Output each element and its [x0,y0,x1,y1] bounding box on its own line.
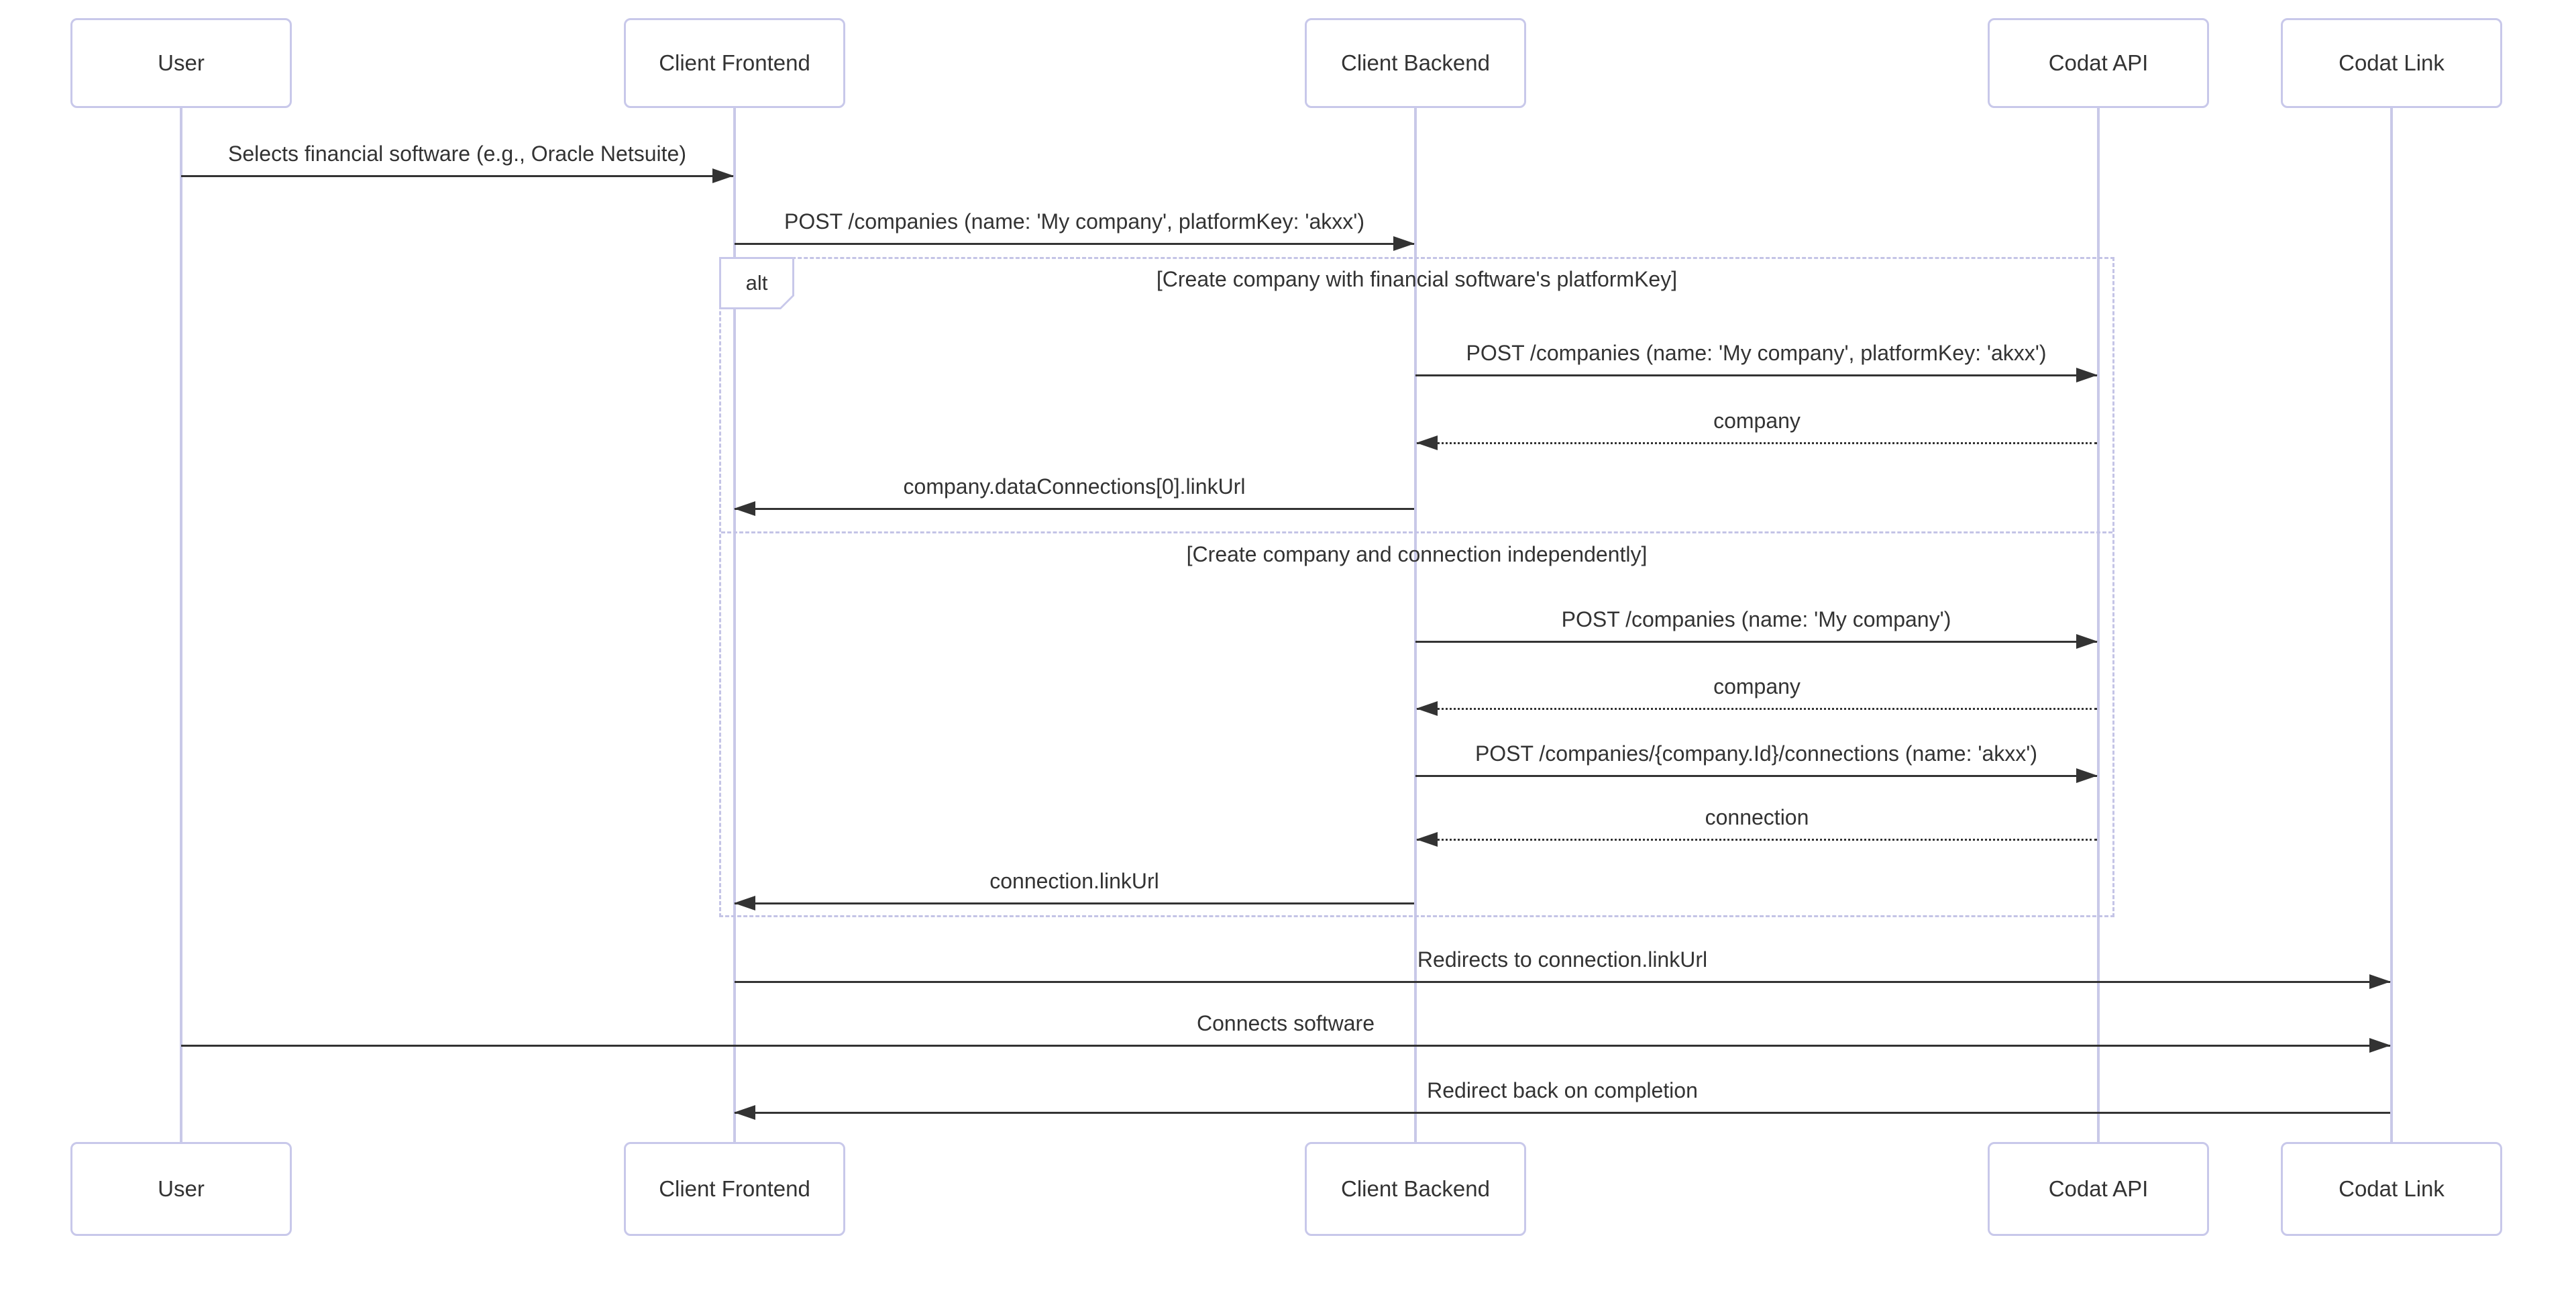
message-text: Connects software [1196,1011,1375,1035]
message-line [1417,442,2097,444]
message-text: POST /companies (name: 'My company', pla… [1466,341,2047,365]
participant-codat-link-bottom: Codat Link [2281,1142,2502,1236]
message-text: company.dataConnections[0].linkUrl [903,474,1246,499]
participant-codat-api-top: Codat API [1988,18,2209,108]
alt-else-divider [721,531,2112,533]
message-line [735,1112,2390,1114]
message-line [1415,374,2097,376]
arrowhead-left-icon [734,501,755,516]
participant-label: Client Backend [1341,50,1490,75]
message-line [181,175,733,177]
message-text: company [1713,674,1801,698]
arrowhead-left-icon [734,896,755,911]
participant-codat-api-bottom: Codat API [1988,1142,2209,1236]
arrowhead-right-icon [2076,634,2098,649]
arrowhead-right-icon [2369,974,2391,989]
participant-client-backend-bottom: Client Backend [1305,1142,1526,1236]
message-line [735,508,1414,510]
message-text: Selects financial software (e.g., Oracle… [228,142,686,166]
arrowhead-right-icon [1393,236,1415,251]
alt-fragment-frame: alt [Create company with financial softw… [719,257,2114,917]
alt-condition-1: [Create company with financial software'… [1156,267,1678,291]
message-line [735,981,2390,983]
message-line [735,243,1414,245]
message-line [1417,839,2097,841]
participant-codat-link-top: Codat Link [2281,18,2502,108]
participant-label: Codat API [2048,50,2149,75]
participant-label: Client Frontend [659,1176,810,1201]
participant-user-top: User [70,18,292,108]
participant-label: Codat Link [2339,50,2445,75]
arrowhead-left-icon [734,1105,755,1120]
participant-label: User [158,50,205,75]
message-text: POST /companies/{company.Id}/connections… [1474,741,2038,766]
message-line [1415,641,2097,643]
message-text: POST /companies (name: 'My company', pla… [784,209,1365,233]
lifeline-user [180,108,182,1142]
alt-fragment-label: alt [721,259,792,307]
arrowhead-left-icon [1416,701,1438,716]
message-line [1415,775,2097,777]
arrowhead-left-icon [1416,435,1438,450]
arrowhead-left-icon [1416,832,1438,847]
arrowhead-right-icon [712,168,734,183]
participant-label: Codat Link [2339,1176,2445,1201]
participant-user-bottom: User [70,1142,292,1236]
participant-client-backend-top: Client Backend [1305,18,1526,108]
arrowhead-right-icon [2076,368,2098,382]
message-text: Redirect back on completion [1427,1078,1698,1102]
participant-label: Client Backend [1341,1176,1490,1201]
participant-client-frontend-bottom: Client Frontend [624,1142,845,1236]
message-line [1417,708,2097,710]
lifeline-codat-link [2390,108,2393,1142]
message-text: Redirects to connection.linkUrl [1417,947,1708,972]
participant-label: Codat API [2048,1176,2149,1201]
message-text: connection.linkUrl [989,869,1159,893]
lifeline-codat-api [2097,108,2100,1142]
message-text: company [1713,409,1801,433]
participant-client-frontend-top: Client Frontend [624,18,845,108]
arrowhead-right-icon [2369,1038,2391,1053]
message-line [735,902,1414,904]
alt-fragment-label-box: alt [719,257,794,309]
lifeline-client-frontend [733,108,736,1142]
alt-condition-2: [Create company and connection independe… [1186,542,1648,566]
arrowhead-right-icon [2076,768,2098,783]
participant-label: Client Frontend [659,50,810,75]
message-text: connection [1705,805,1809,829]
message-text: POST /companies (name: 'My company') [1561,607,1951,631]
participant-label: User [158,1176,205,1201]
message-line [181,1045,2390,1047]
lifeline-client-backend [1414,108,1417,1142]
